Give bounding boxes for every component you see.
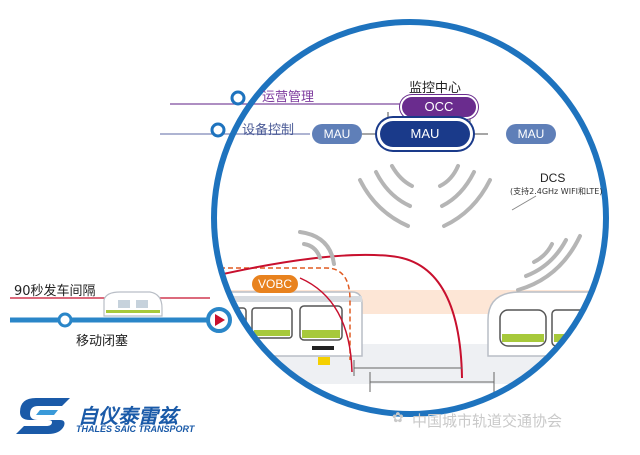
mau-right-label: MAU <box>517 127 545 141</box>
mau-left-label: MAU <box>323 127 351 141</box>
direction-arrow-icon <box>215 314 225 326</box>
logo-cn-text: 自仪泰雷兹 <box>78 404 178 428</box>
green-stripe <box>254 330 290 336</box>
moving-block-label: 移动闭塞 <box>76 334 129 349</box>
logo-en-text: THALES SAIC TRANSPORT <box>76 424 195 434</box>
train-headlight <box>312 346 334 350</box>
mau-right-node: MAU <box>506 124 556 144</box>
ring-node <box>230 90 246 106</box>
signal-waves-dcs <box>516 234 582 292</box>
layer-ops-label: 运营管理 <box>262 90 315 105</box>
occ-label: OCC <box>424 99 454 114</box>
circle-content <box>214 22 606 414</box>
track-node <box>57 312 73 328</box>
signal-waves-right <box>438 164 492 228</box>
vobc-antenna <box>318 357 330 365</box>
layer-equipment-label: 设备控制 <box>242 123 295 138</box>
small-train <box>103 291 163 317</box>
vobc-node: VOBC <box>252 275 298 293</box>
control-center-label: 监控中心 <box>409 81 462 96</box>
logo-mark-icon <box>16 398 70 434</box>
ring-node <box>210 122 226 138</box>
authority-arc-2 <box>299 277 353 373</box>
mau-center-label: MAU <box>410 126 440 141</box>
signal-waves-left <box>358 164 414 228</box>
wechat-icon: ✿ <box>392 410 404 426</box>
mau-left-node: MAU <box>312 124 362 144</box>
dcs-note: (支持2.4GHz WIFI和LTE) <box>510 187 603 196</box>
signal-waves-train <box>298 230 336 266</box>
ring <box>211 19 609 417</box>
dcs-label: DCS <box>540 171 566 185</box>
headway-label: 90秒发车间隔 <box>14 284 96 299</box>
distance-bracket <box>369 372 495 392</box>
watermark-text: 中国城市轨道交通协会 <box>412 412 563 430</box>
authority-arc <box>214 253 463 379</box>
train-right <box>487 291 606 357</box>
vobc-zone <box>220 267 351 360</box>
dcs-leader-line <box>511 195 537 211</box>
vobc-label: VOBC <box>257 277 292 291</box>
mau-center-node: MAU <box>380 121 470 147</box>
occ-node: OCC <box>400 95 478 119</box>
